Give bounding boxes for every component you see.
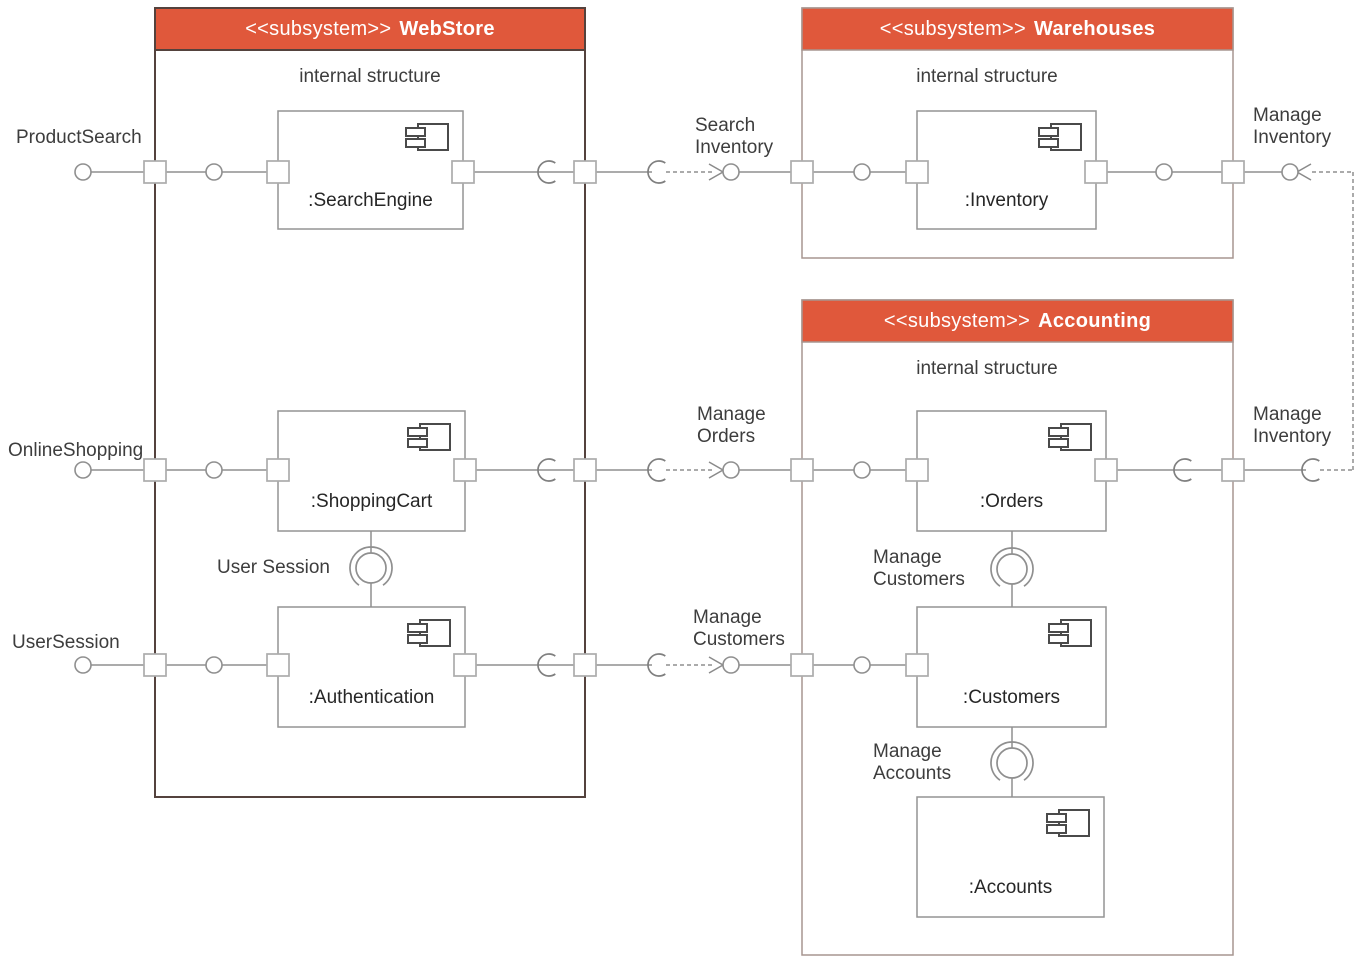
provided-interface-icon	[205, 163, 223, 181]
connector-row-productsearch	[91, 171, 1354, 470]
provided-interface-icon	[722, 461, 740, 479]
component-label-accounts: :Accounts	[968, 877, 1053, 898]
port-icon	[1221, 458, 1245, 482]
port-icon	[266, 458, 290, 482]
component-label-authentication: :Authentication	[308, 687, 435, 708]
component-icon	[1038, 123, 1082, 151]
provided-interface-icon	[74, 656, 92, 674]
component-label-customers: :Customers	[962, 687, 1061, 708]
interface-label-productsearch: ProductSearch	[16, 127, 142, 148]
component-label-inventory: :Inventory	[964, 190, 1049, 211]
component-label-shoppingcart: :ShoppingCart	[310, 491, 433, 512]
component-icon	[407, 423, 451, 451]
provided-interface-icon	[853, 656, 871, 674]
subsystem-warehouses-header-band	[801, 7, 1234, 51]
provided-interface-icon	[74, 461, 92, 479]
connector-label-manage-customers: Manage Customers	[693, 607, 785, 650]
provided-interface-icon	[853, 461, 871, 479]
port-icon	[1084, 160, 1108, 184]
dependency-arrow-icon	[1296, 163, 1312, 181]
provided-interface-lollipop-icon	[990, 547, 1034, 588]
provided-interface-icon	[205, 656, 223, 674]
provided-interface-icon	[1155, 163, 1173, 181]
port-icon	[1094, 458, 1118, 482]
port-icon	[453, 653, 477, 677]
port-icon	[143, 160, 167, 184]
provided-interface-icon	[74, 163, 92, 181]
subsystem-header-accounting: <<subsystem>> Accounting	[802, 300, 1233, 342]
interface-label-user-session: User Session	[217, 557, 330, 578]
port-icon	[266, 160, 290, 184]
subsystem-accounting-header-band	[801, 299, 1234, 343]
component-icon	[407, 619, 451, 647]
port-icon	[573, 160, 597, 184]
port-icon	[453, 458, 477, 482]
provided-interface-icon	[1281, 163, 1299, 181]
port-icon	[905, 653, 929, 677]
component-icon	[1048, 619, 1092, 647]
provided-interface-icon	[205, 461, 223, 479]
subsystem-name-warehouses: Warehouses	[1034, 17, 1156, 40]
port-icon	[266, 653, 290, 677]
subsystem-webstore-header-band	[154, 7, 586, 51]
port-icon	[451, 160, 475, 184]
interface-label-manage-accounts: Manage Accounts	[873, 741, 952, 784]
port-icon	[905, 160, 929, 184]
component-icon	[1046, 809, 1090, 837]
port-icon	[1221, 160, 1245, 184]
port-icon	[143, 653, 167, 677]
internal-structure-label: internal structure	[299, 66, 441, 87]
provided-interface-lollipop-icon	[349, 546, 393, 587]
connector-label-manage-orders: Manage Orders	[697, 404, 766, 447]
component-icon	[1048, 423, 1092, 451]
component-label-orders: :Orders	[979, 491, 1044, 512]
internal-structure-label: internal structure	[916, 66, 1058, 87]
subsystem-header-warehouses: <<subsystem>> Warehouses	[802, 8, 1233, 50]
provided-interface-lollipop-icon	[990, 741, 1034, 782]
provided-interface-icon	[722, 656, 740, 674]
internal-structure-label: internal structure	[916, 358, 1058, 379]
port-icon	[905, 458, 929, 482]
interface-label-usersession: UserSession	[12, 632, 120, 653]
provided-interface-icon	[853, 163, 871, 181]
interface-label-manage-customers: Manage Customers	[873, 547, 965, 590]
provided-interface-icon	[722, 163, 740, 181]
port-icon	[790, 160, 814, 184]
connector-label-manage-inventory-accounting: Manage Inventory	[1253, 404, 1332, 447]
connector-label-manage-inventory-warehouses: Manage Inventory	[1253, 105, 1332, 148]
port-icon	[573, 653, 597, 677]
stereotype-label: <<subsystem>>	[883, 309, 1031, 332]
subsystem-header-webstore: <<subsystem>> WebStore	[155, 8, 585, 50]
subsystem-name-webstore: WebStore	[399, 17, 495, 40]
component-icon	[405, 123, 449, 151]
subsystem-name-accounting: Accounting	[1038, 309, 1152, 332]
connector-label-search-inventory: Search Inventory	[695, 115, 774, 158]
stereotype-label: <<subsystem>>	[245, 17, 392, 40]
interface-label-onlineshopping: OnlineShopping	[8, 440, 144, 461]
component-label-searchengine: :SearchEngine	[308, 190, 433, 211]
port-icon	[790, 458, 814, 482]
port-icon	[143, 458, 167, 482]
port-icon	[790, 653, 814, 677]
stereotype-label: <<subsystem>>	[879, 17, 1027, 40]
port-icon	[573, 458, 597, 482]
